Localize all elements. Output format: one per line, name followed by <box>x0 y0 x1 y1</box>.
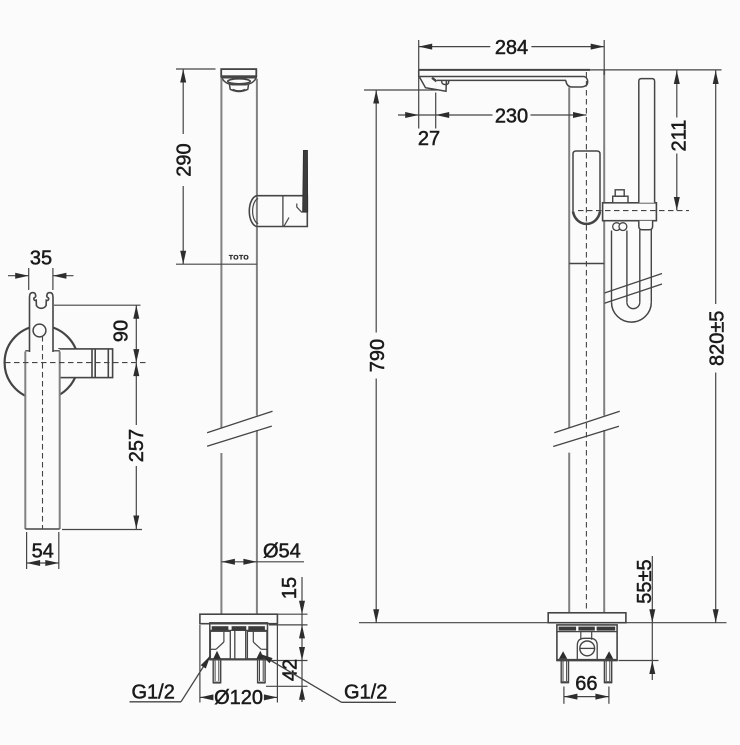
svg-text:54: 54 <box>32 541 54 563</box>
svg-text:Ø120: Ø120 <box>214 687 263 709</box>
svg-text:284: 284 <box>495 37 528 59</box>
svg-text:230: 230 <box>495 105 528 127</box>
svg-text:G1/2: G1/2 <box>344 681 387 703</box>
svg-text:820±5: 820±5 <box>706 311 728 366</box>
svg-text:Ø54: Ø54 <box>263 541 301 563</box>
svg-text:55±5: 55±5 <box>634 559 656 603</box>
svg-text:35: 35 <box>30 248 52 270</box>
svg-text:790: 790 <box>367 339 389 372</box>
svg-text:27: 27 <box>418 128 440 150</box>
svg-text:42: 42 <box>280 659 302 681</box>
svg-text:G1/2: G1/2 <box>132 681 175 703</box>
svg-text:TOTO: TOTO <box>229 255 249 262</box>
svg-text:211: 211 <box>668 120 690 152</box>
svg-text:66: 66 <box>575 673 597 695</box>
svg-text:290: 290 <box>174 143 196 176</box>
svg-text:90: 90 <box>111 320 133 342</box>
svg-text:257: 257 <box>126 429 148 462</box>
svg-text:15: 15 <box>279 577 301 599</box>
